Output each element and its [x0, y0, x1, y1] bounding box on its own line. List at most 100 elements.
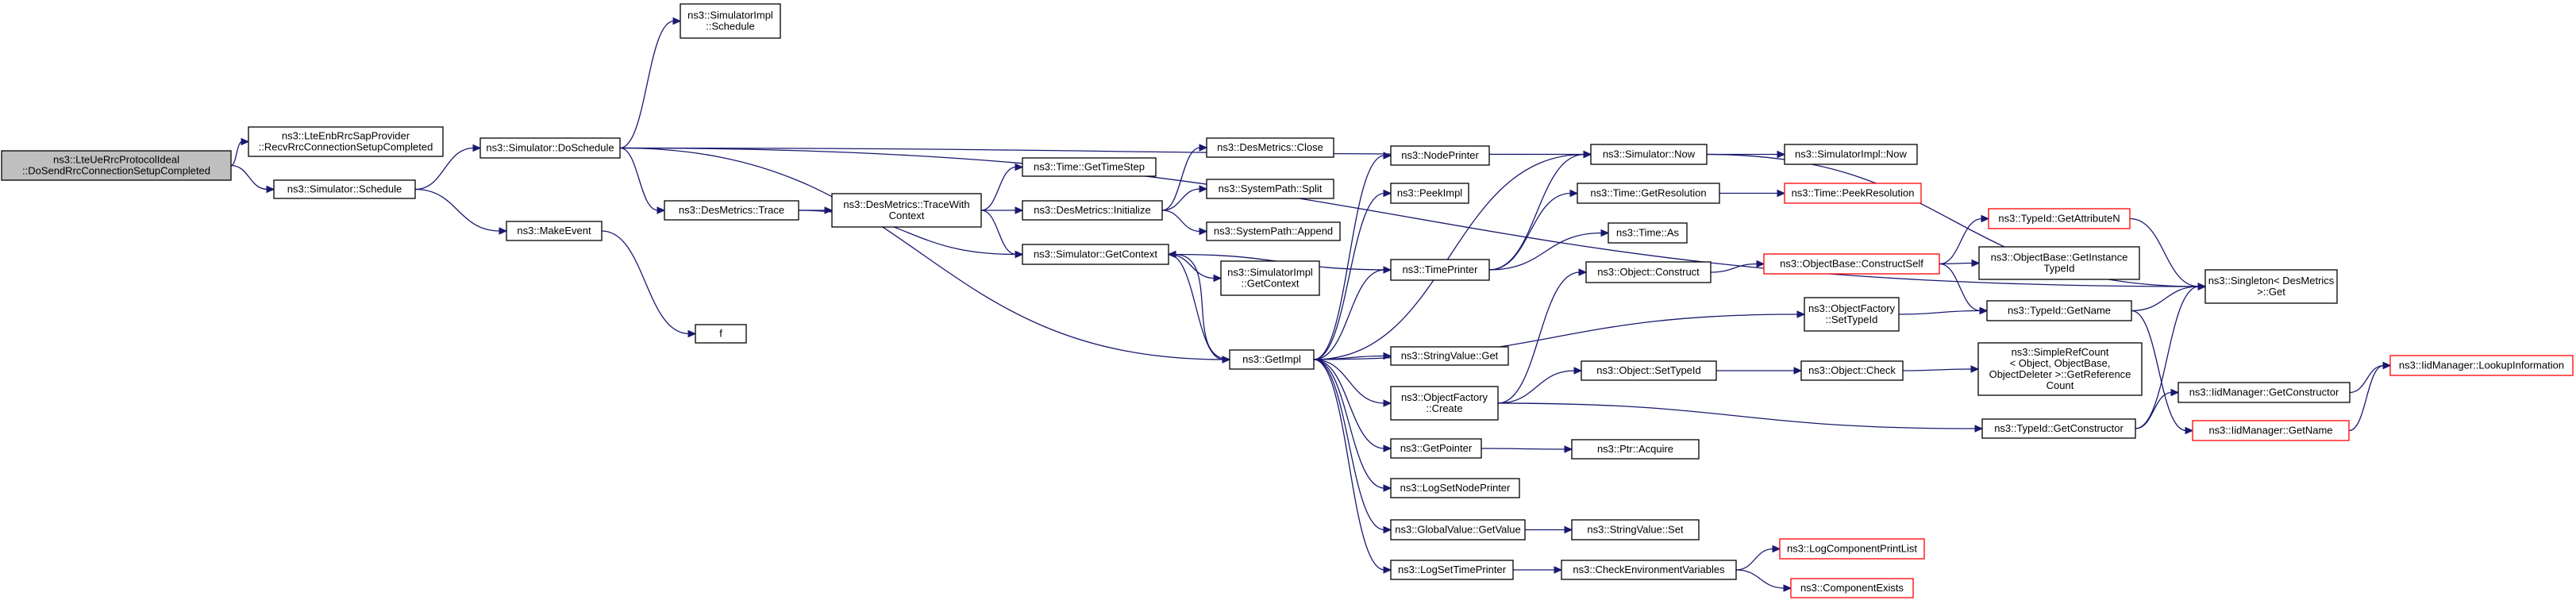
call-edge: [1488, 192, 1572, 271]
edge-arrowhead: [241, 137, 250, 146]
node-append[interactable]: ns3::SystemPath::Append: [1206, 221, 1341, 241]
node-schedule[interactable]: ns3::Simulator::Schedule: [273, 179, 416, 199]
node-timeprinter[interactable]: ns3::TimePrinter: [1390, 259, 1490, 281]
node-makeevent[interactable]: ns3::MakeEvent: [506, 221, 603, 241]
edge-arrowhead: [1783, 584, 1792, 592]
node-box: [1577, 183, 1720, 204]
node-label: ns3::ObjectBase::GetInstance: [1991, 252, 2128, 264]
node-simimplschedule[interactable]: ns3::SimulatorImpl::Schedule: [680, 3, 781, 39]
call-edge: [1735, 569, 1785, 589]
node-label: >::Get: [2257, 286, 2285, 298]
call-edge: [2129, 217, 2200, 287]
node-label: ns3::ComponentExists: [1800, 582, 1904, 594]
node-box: [1800, 360, 1904, 381]
call-edge: [1313, 155, 1385, 360]
edge-arrowhead: [1199, 144, 1208, 152]
edge-arrowhead: [472, 144, 482, 152]
node-root[interactable]: ns3::LteUeRrcProtocolIdeal::DoSendRrcCon…: [1, 150, 232, 181]
call-edge: [230, 164, 268, 190]
node-ptracquire[interactable]: ns3::Ptr::Acquire: [1571, 439, 1700, 460]
node-typeidgetname[interactable]: ns3::TypeId::GetName: [1986, 300, 2132, 321]
node-globalvaluegetvalue[interactable]: ns3::GlobalValue::GetValue: [1390, 519, 1526, 541]
edge-arrowhead: [2170, 388, 2180, 397]
node-box: [1986, 300, 2132, 321]
node-label: ns3::TypeId::GetName: [2008, 305, 2111, 317]
edge-arrowhead: [1383, 399, 1392, 407]
node-objsettypeid[interactable]: ns3::Object::SetTypeId: [1581, 360, 1717, 381]
node-label: ::Create: [1426, 402, 1462, 414]
call-edge: [1161, 188, 1201, 211]
call-edge: [1313, 153, 1585, 360]
node-box: [695, 324, 747, 344]
node-compexists[interactable]: ns3::ComponentExists: [1790, 578, 1914, 598]
edge-arrowhead: [687, 329, 697, 338]
node-iidgetname[interactable]: ns3::IidManager::GetName: [2192, 420, 2350, 441]
node-peekresolution[interactable]: ns3::Time::PeekResolution: [1784, 183, 1922, 204]
node-constructself[interactable]: ns3::ObjectBase::ConstructSelf: [1763, 253, 1940, 275]
node-logcompprintlist[interactable]: ns3::LogComponentPrintList: [1779, 538, 1925, 560]
call-edge: [1313, 359, 1385, 489]
node-label: ns3::NodePrinter: [1401, 149, 1479, 161]
call-edge: [1710, 263, 1758, 273]
node-label: ::SetTypeId: [1826, 314, 1878, 325]
node-label: ns3::GetImpl: [1242, 353, 1301, 365]
call-edge: [1313, 355, 1385, 360]
edge-arrowhead: [1383, 152, 1392, 160]
node-typeidgetconstructor[interactable]: ns3::TypeId::GetConstructor: [1981, 418, 2136, 439]
node-implnow[interactable]: ns3::SimulatorImpl::Now: [1784, 144, 1918, 165]
node-simnow[interactable]: ns3::Simulator::Now: [1590, 144, 1708, 165]
node-split[interactable]: ns3::SystemPath::Split: [1206, 179, 1334, 199]
node-box: [2192, 420, 2350, 441]
edge-arrowhead: [1600, 229, 1610, 237]
node-logsettimeprinter[interactable]: ns3::LogSetTimePrinter: [1390, 560, 1514, 580]
node-label: ns3::Time::PeekResolution: [1792, 187, 1915, 199]
node-box: [1206, 137, 1334, 158]
node-box: [1779, 538, 1925, 560]
node-implgetcontext[interactable]: ns3::SimulatorImpl::GetContext: [1220, 260, 1320, 296]
node-label: Context: [889, 210, 925, 221]
node-desmetricstrace[interactable]: ns3::DesMetrics::Trace: [664, 200, 799, 221]
node-desinit[interactable]: ns3::DesMetrics::Initialize: [1022, 200, 1163, 221]
node-f[interactable]: f: [695, 324, 747, 344]
node-getattributen[interactable]: ns3::TypeId::GetAttributeN: [1988, 208, 2131, 229]
node-getcontext[interactable]: ns3::Simulator::GetContext: [1022, 244, 1169, 265]
node-doschedule[interactable]: ns3::Simulator::DoSchedule: [479, 137, 621, 159]
node-recv[interactable]: ns3::LteEnbRrcSapProvider::RecvRrcConnec…: [248, 126, 444, 157]
node-nodeprinter[interactable]: ns3::NodePrinter: [1390, 145, 1490, 166]
node-objconstruct[interactable]: ns3::Object::Construct: [1585, 261, 1712, 283]
edge-arrowhead: [672, 17, 682, 25]
node-singletonget[interactable]: ns3::Singleton< DesMetrics >::Get: [2204, 269, 2338, 304]
node-box: [680, 3, 781, 39]
node-checkenv[interactable]: ns3::CheckEnvironmentVariables: [1561, 560, 1737, 580]
node-settypeidfactory[interactable]: ns3::ObjectFactory::SetTypeId: [1804, 297, 1900, 332]
call-edge: [1902, 368, 1973, 371]
node-desclose[interactable]: ns3::DesMetrics::Close: [1206, 137, 1334, 158]
node-simplerefcount[interactable]: ns3::SimpleRefCount< Object, ObjectBase,…: [1977, 342, 2143, 396]
node-box: [1981, 418, 2136, 439]
node-timeas[interactable]: ns3::Time::As: [1608, 222, 1688, 244]
node-lookupinfo[interactable]: ns3::IidManager::LookupInformation: [2389, 355, 2574, 376]
call-edge: [1497, 370, 1576, 404]
call-edge: [1313, 269, 1385, 360]
node-objcheck[interactable]: ns3::Object::Check: [1800, 360, 1904, 381]
call-edge: [2135, 286, 2200, 429]
node-getimpl[interactable]: ns3::GetImpl: [1229, 349, 1315, 370]
node-label: ns3::Time::As: [1616, 227, 1679, 239]
node-stringvalueset[interactable]: ns3::StringValue::Set: [1571, 519, 1700, 541]
edge-arrowhead: [1777, 150, 1786, 159]
node-objfactorycreate[interactable]: ns3::ObjectFactory::Create: [1390, 386, 1499, 421]
node-label: ns3::Object::Construct: [1597, 266, 1700, 278]
node-peekimpl[interactable]: ns3::PeekImpl: [1390, 183, 1469, 204]
node-getresolution[interactable]: ns3::Time::GetResolution: [1577, 183, 1720, 204]
node-iidgetconstructor[interactable]: ns3::IidManager::GetConstructor: [2177, 382, 2351, 403]
call-edge: [2131, 286, 2200, 312]
node-logsetnodeprinter[interactable]: ns3::LogSetNodePrinter: [1390, 478, 1520, 498]
node-stringvalueget[interactable]: ns3::StringValue::Get: [1390, 346, 1509, 366]
node-getpointer[interactable]: ns3::GetPointer: [1390, 438, 1482, 459]
node-label: ns3::StringValue::Set: [1587, 524, 1684, 536]
call-edge: [1313, 359, 1385, 449]
node-gettimestep[interactable]: ns3::Time::GetTimeStep: [1022, 157, 1157, 177]
node-box: [1790, 578, 1914, 598]
